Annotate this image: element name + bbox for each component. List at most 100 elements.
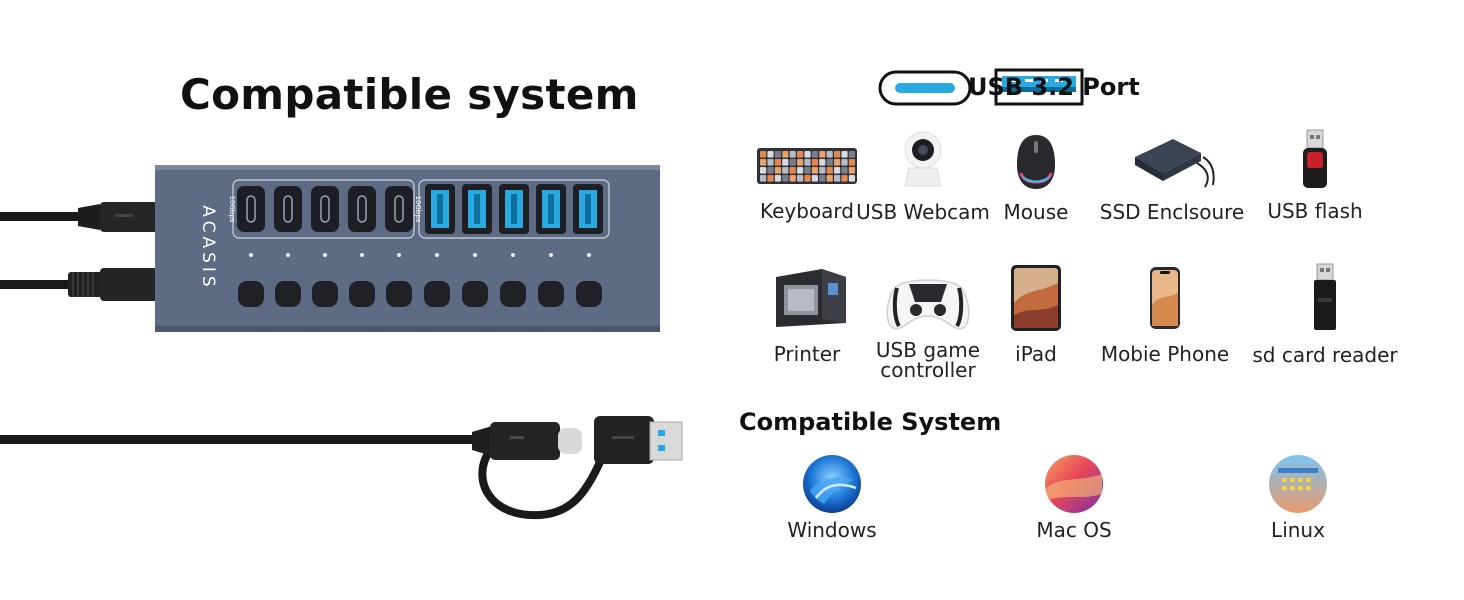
device-game-controller: USB game controller [853,272,1003,380]
speed-label-c: 10Gbps [228,196,236,223]
os-macos: Mac OS [994,454,1154,542]
port-type-icons [878,68,1084,106]
usb-a-port [499,184,529,234]
device-label: USB flash [1267,199,1363,223]
port-switch-button [312,281,338,307]
keycap [826,167,833,174]
led-dot [473,253,477,257]
keycap [804,151,811,158]
keycap [834,151,841,158]
port-switch-button [386,281,412,307]
keycap [819,159,826,166]
led-dot [435,253,439,257]
keycap [767,175,774,182]
usb-a-ports [425,184,603,234]
keycap [848,175,855,182]
led-dot [549,253,553,257]
led-dot [249,253,253,257]
keycap [789,167,796,174]
usb-port-label: USB 3.2 Port [968,73,1140,101]
port-switch-button [349,281,375,307]
keycap [797,175,804,182]
keycap [848,159,855,166]
keycap [811,151,818,158]
keycap [760,159,767,166]
speed-label-a: 10Gbps [414,196,422,223]
port-switch-button [462,281,488,307]
device-label: sd card reader [1252,343,1398,367]
device-sd-card-reader: sd card reader [1250,262,1400,366]
keycap [767,159,774,166]
port-switch-button [500,281,526,307]
port-switch-button [576,281,602,307]
led-dot [323,253,327,257]
device-label: Printer [773,342,841,366]
keycap [834,159,841,166]
usb-c-ports [237,186,413,232]
usb-c-port [237,186,265,232]
usb-c-to-a-adapter-cable [0,416,683,520]
sd-card-reader-icon [1314,263,1336,330]
device-label: Keyboard [759,199,854,223]
ssd-enclosure-icon [1135,139,1215,188]
keycap [819,167,826,174]
keycap [848,167,855,174]
keycap [841,175,848,182]
device-ssd-enclosure: SSD Enclsoure [1097,133,1247,223]
device-label: Mouse [1003,200,1069,224]
keycap [797,167,804,174]
keycap [782,167,789,174]
device-usb-flash: USB flash [1240,128,1390,222]
keycap [767,167,774,174]
keycap [774,151,781,158]
device-label: SSD Enclsoure [1099,200,1245,224]
led-dot [360,253,364,257]
usb-a-port [425,184,455,234]
os-label: Mac OS [1036,518,1112,542]
device-label: USB game controller [875,338,981,382]
keycap [782,175,789,182]
keycap [834,167,841,174]
device-label: USB Webcam [856,200,990,224]
keycap [789,175,796,182]
usb-c-port-icon [878,70,972,106]
macos-icon [1045,455,1103,513]
keycap [797,159,804,166]
keycap [774,175,781,182]
mobile-phone-icon [1150,267,1180,329]
port-switch-button [275,281,301,307]
usb-a-port [462,184,492,234]
indicator-leds [249,253,591,257]
keycap [848,151,855,158]
device-label: iPad [1015,342,1057,366]
os-windows: Windows [752,454,912,542]
led-dot [397,253,401,257]
keycap [789,151,796,158]
keycap [760,167,767,174]
linux-icon [1269,455,1327,513]
led-dot [511,253,515,257]
port-switch-button [538,281,564,307]
keycap [774,167,781,174]
keycap [797,151,804,158]
os-label: Windows [787,518,877,542]
keycap [819,151,826,158]
device-printer: Printer [732,265,882,365]
device-ipad: iPad [961,263,1111,365]
usb-flash-icon [1303,129,1327,188]
usb-c-port [348,186,376,232]
device-mouse: Mouse [961,133,1111,223]
game-controller-icon [886,279,970,330]
keycap [811,167,818,174]
usb-c-cable [0,202,158,232]
port-switch-button [424,281,450,307]
keycap [774,159,781,166]
hub-brand-text: ACASIS [198,205,218,290]
led-dot [587,253,591,257]
keycap [826,159,833,166]
usb-hub-illustration: ACASIS 10Gbps 10Gbps [0,165,660,332]
device-webcam: USB Webcam [848,128,998,224]
keycap [804,175,811,182]
keycap [767,151,774,158]
usb-a-port-icon [994,68,1084,106]
